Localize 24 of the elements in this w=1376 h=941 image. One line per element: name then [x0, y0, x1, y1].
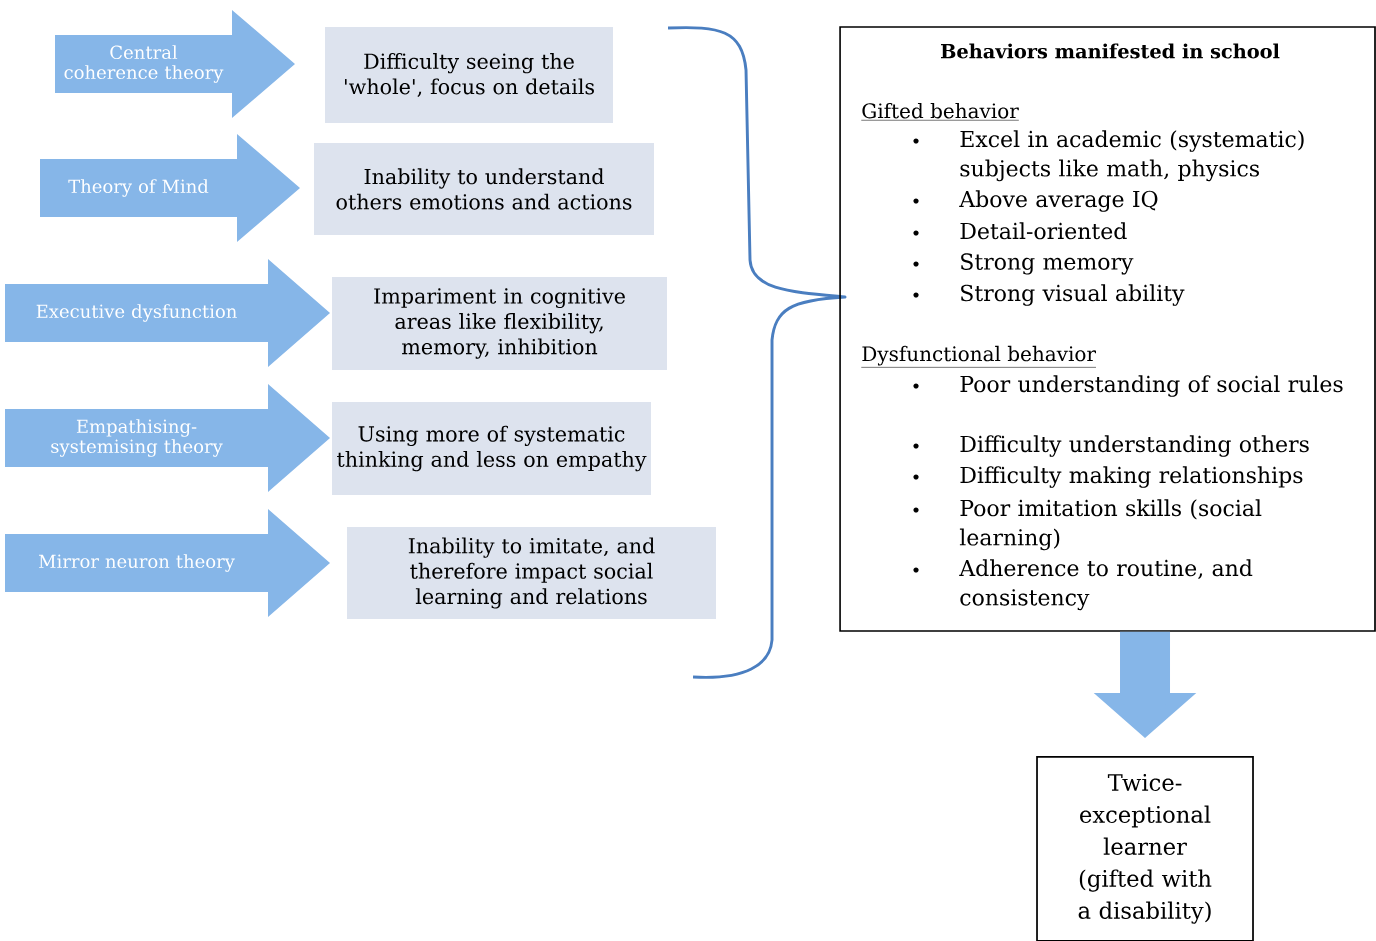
text-box: Using more of systematic thinking and less on empathy — [332, 402, 651, 495]
section-heading: Gifted behavior — [861, 102, 1020, 121]
text-box: Inability to imitate, and therefore impact social learning and relations — [347, 527, 716, 619]
text-box: Inability to understand others emotions and actions — [314, 143, 654, 235]
bullet-text: Strong visual ability — [961, 284, 1185, 306]
bullet-text: Above average IQ — [959, 190, 1158, 212]
text-box: Difficulty seeing the 'whole', focus on details — [325, 27, 613, 123]
bullet-text: Poor imitation skills (social learning) — [959, 499, 1262, 551]
bullet-text: Excel in academic (systematic) subjects like math, physics — [960, 130, 1304, 182]
bullet-text: Adherence to routine, and consistency — [959, 559, 1253, 611]
bullet-text: Poor understanding of social rules — [960, 375, 1343, 397]
theory-banner: Theory of Mind — [40, 134, 300, 242]
theory-banner: Central coherence theory — [55, 10, 295, 118]
section-heading: Dysfunctional behavior — [861, 345, 1097, 368]
box-heading: Behaviors manifested in school — [941, 43, 1280, 59]
bullet-text: Strong memory — [961, 253, 1134, 275]
theory-banner: Executive dysfunction — [5, 259, 330, 367]
bullet-text: Difficulty making relationships — [960, 466, 1303, 488]
bullet-text: Difficulty understanding others — [960, 435, 1309, 457]
theory-banner: Empathising-systemising theory — [5, 384, 330, 492]
theory-banner: Mirror neuron theory — [5, 509, 330, 617]
bullet-text: Detail-oriented — [960, 222, 1127, 240]
result-box: Twice-exceptional learner (gifted with a disability) — [1036, 756, 1254, 941]
text-box: Impariment in cognitive areas like flexibility, memory, inhibition — [332, 277, 667, 370]
